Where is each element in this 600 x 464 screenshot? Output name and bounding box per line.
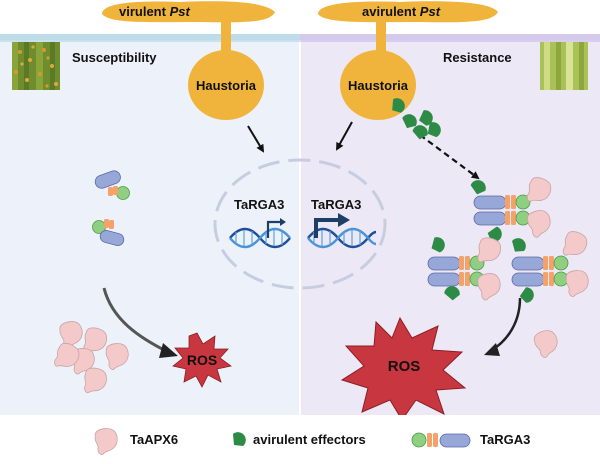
susceptibility-label: Susceptibility: [72, 50, 157, 65]
targa3-protein-free-2: [92, 219, 125, 246]
targa3-apx6-complex-right: [511, 229, 591, 305]
avirulent-pst-label: avirulent Pst: [362, 4, 441, 19]
right-targa3-gene-label: TaRGA3: [311, 197, 362, 212]
left-ros-arrow: [102, 287, 169, 354]
legend-taapx6-label: TaAPX6: [130, 432, 179, 447]
resistance-label: Resistance: [443, 50, 512, 65]
left-targa3-gene-label: TaRGA3: [234, 197, 285, 212]
right-haustoria-to-nucleus-arrow: [336, 121, 353, 151]
virulent-pst-hypha: [102, 1, 275, 23]
left-haustoria-to-nucleus-arrow: [247, 125, 265, 153]
left-ros-label: ROS: [186, 352, 218, 368]
targa3-apx6-complex-left: [427, 235, 504, 302]
right-haustoria-label: Haustoria: [348, 78, 408, 93]
right-ros-label: ROS: [387, 358, 421, 375]
susceptible-leaf-image: [12, 42, 60, 90]
legend-targa3-label: TaRGA3: [480, 432, 531, 447]
nucleus-envelope: [213, 158, 387, 290]
left-haustoria-label: Haustoria: [196, 78, 256, 93]
avirulent-pst-hypha: [318, 1, 498, 23]
right-membrane: [300, 34, 600, 40]
virulent-pst-label: virulent Pst: [119, 4, 190, 19]
right-dna-helix: [307, 227, 377, 249]
effector-delivery-arrow: [419, 134, 480, 180]
right-promoter-arrow: [314, 218, 340, 238]
legend-effectors-label: avirulent effectors: [253, 432, 366, 447]
left-dna-helix: [229, 227, 291, 249]
targa3-protein-free-1: [94, 170, 130, 200]
resistant-leaf-image: [540, 42, 588, 90]
left-membrane: [0, 34, 300, 40]
targa3-protein-icon: [411, 432, 471, 448]
left-ros-burst: [172, 332, 232, 388]
left-promoter-arrow: [266, 220, 282, 238]
targa3-apx6-complex-top: [469, 175, 555, 244]
left-haustorium: [188, 50, 264, 120]
